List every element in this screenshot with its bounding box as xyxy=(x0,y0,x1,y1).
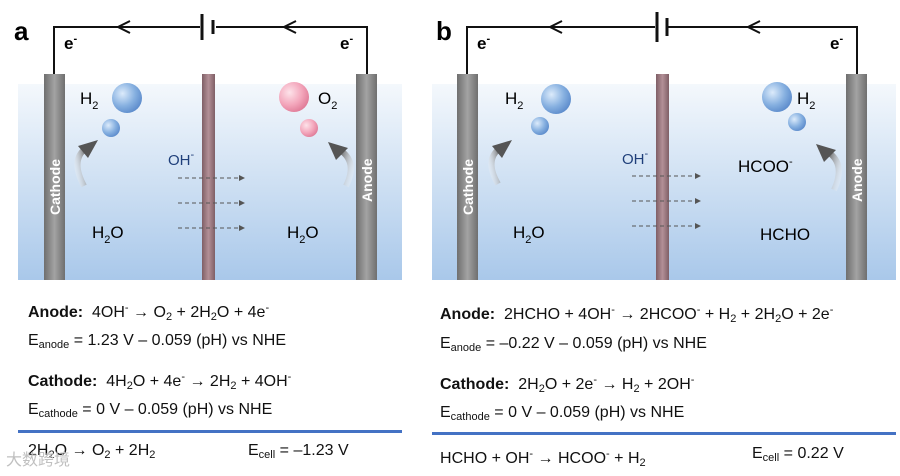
panel-b-cell-potential-text: Ecell = 0.22 V xyxy=(752,445,844,464)
panel-b-ion-label: OH- xyxy=(622,148,649,168)
panel-b-overall-reaction: HCHO + OH- → HCOO- + H2 xyxy=(440,444,646,473)
panel-a-anode-curved-arrowhead xyxy=(328,142,348,160)
panel-a-circuit-wire xyxy=(53,26,368,74)
panel-a-o2-label: O2 xyxy=(318,89,337,112)
panel-b-right-reactant: HCHO xyxy=(760,225,810,244)
panel-a-electron-right: e- xyxy=(340,33,353,53)
panel-a-membrane xyxy=(202,74,215,280)
panel-b-cathode-equation: Cathode: 2H2O + 2e- → H2 + 2OH- xyxy=(440,370,694,399)
panel-b-right-gas-label: H2 xyxy=(797,89,815,112)
panel-a-h2-label: H2 xyxy=(80,89,98,112)
watermark: 大数跨境 xyxy=(6,452,71,469)
panel-a-cathode-potential: Ecathode = 0 V – 0.059 (pH) vs NHE xyxy=(28,400,272,424)
panel-a-electron-flow-arrow-left xyxy=(115,20,131,34)
panel-a-cathode-curved-arrowhead xyxy=(78,140,98,158)
panel-a-h2-bubble-small xyxy=(102,119,120,137)
panel-b-cathode-label: Cathode xyxy=(460,159,476,215)
panel-b-membrane xyxy=(656,74,669,280)
panel-b-right-product: HCOO- xyxy=(738,156,793,176)
panel-a-anode-equation-text: 4OH- → O2 + 2H2O + 4e- xyxy=(92,302,270,323)
panel-a-cathode-electrode xyxy=(44,74,65,280)
panel-a-overall-reaction: 2H2O → O2 + 2H2 xyxy=(28,441,155,465)
panel-b-divider xyxy=(432,432,896,435)
panel-b-left-reactant: H2O xyxy=(513,223,545,246)
panel-b-cathode-equation-label: Cathode: xyxy=(440,376,510,393)
panel-b-cell-potential: Ecell = 0.22 V xyxy=(752,444,844,468)
panel-a-right-reactant: H2O xyxy=(287,223,319,246)
panel-b-anode-equation-label: Anode: xyxy=(440,306,496,323)
panel-b-label: b xyxy=(436,16,452,46)
panel-b-h2-bubble-large-right xyxy=(762,82,792,112)
panel-b-cathode-curved-arrowhead xyxy=(492,140,512,158)
panel-a-anode-label: Anode xyxy=(359,158,375,202)
panel-a-cathode-equation-text: 4H2O + 4e- → 2H2 + 4OH- xyxy=(106,371,292,392)
panel-a-electron-left: e- xyxy=(64,33,77,53)
panel-a-left-reactant: H2O xyxy=(92,223,124,246)
panel-b-h2-bubble-small-left xyxy=(531,117,549,135)
panel-b-electron-flow-arrow-right xyxy=(745,20,761,34)
panel-a-anode-equation: Anode: 4OH- → O2 + 2H2O + 4e- xyxy=(28,298,269,327)
panel-b-cathode-electrode xyxy=(457,74,478,280)
panel-b-left-gas-label: H2 xyxy=(505,89,523,112)
panel-b-anode-curved-arrowhead xyxy=(816,144,836,162)
panel-a: a e- e- Cathode Anode H2 O2 OH- xyxy=(14,14,402,280)
panel-a-anode-electrode xyxy=(356,74,377,280)
panel-b-anode-equation: Anode: 2HCHO + 4OH- → 2HCOO- + H2 + 2H2O… xyxy=(440,300,833,329)
panel-a-o2-bubble-small xyxy=(300,119,318,137)
panel-b-anode-label: Anode xyxy=(849,158,865,202)
panel-b-h2-bubble-small-right xyxy=(788,113,806,131)
panel-b-overall-reaction-text: HCHO + OH- → HCOO- + H2 xyxy=(440,448,646,469)
panel-a-overall-reaction-text: 2H2O → O2 + 2H2 xyxy=(28,442,156,461)
panel-b-h2-bubble-large-left xyxy=(541,84,571,114)
panel-b-cathode-potential: Ecathode = 0 V – 0.059 (pH) vs NHE xyxy=(440,403,684,427)
panel-b-anode-potential: Eanode = –0.22 V – 0.059 (pH) vs NHE xyxy=(440,334,707,358)
panel-b-anode-potential-text: Eanode = –0.22 V – 0.059 (pH) vs NHE xyxy=(440,335,707,354)
panel-a-cell-potential: Ecell = –1.23 V xyxy=(248,441,349,465)
panel-b-electron-right: e- xyxy=(830,33,843,53)
panel-a-cathode-potential-text: Ecathode = 0 V – 0.059 (pH) vs NHE xyxy=(28,401,273,420)
panel-b: b e- e- Cathode Anode H2 H2 OH- HCOO- H2… xyxy=(432,12,896,280)
panel-b-cathode-equation-text: 2H2O + 2e- → H2 + 2OH- xyxy=(518,374,695,395)
panel-a-h2-bubble-large xyxy=(112,83,142,113)
panel-b-circuit-wire xyxy=(466,26,858,74)
panel-b-cathode-potential-text: Ecathode = 0 V – 0.059 (pH) vs NHE xyxy=(440,404,685,423)
panel-a-ion-label: OH- xyxy=(168,149,195,169)
panel-a-anode-equation-label: Anode: xyxy=(28,304,84,321)
panel-b-electron-left: e- xyxy=(477,33,490,53)
panel-b-electron-flow-arrow-left xyxy=(547,20,563,34)
panel-a-cell-potential-text: Ecell = –1.23 V xyxy=(248,442,349,461)
panel-a-cathode-equation: Cathode: 4H2O + 4e- → 2H2 + 4OH- xyxy=(28,367,291,396)
panel-b-anode-electrode xyxy=(846,74,867,280)
panel-a-label: a xyxy=(14,16,29,46)
panel-a-divider xyxy=(18,430,402,433)
panel-a-electron-flow-arrow-right xyxy=(281,20,297,34)
panel-b-anode-equation-text: 2HCHO + 4OH- → 2HCOO- + H2 + 2H2O + 2e- xyxy=(504,304,834,325)
panel-a-cathode-label: Cathode xyxy=(47,159,63,215)
panel-a-anode-potential: Eanode = 1.23 V – 0.059 (pH) vs NHE xyxy=(28,331,286,355)
panel-a-o2-bubble-large xyxy=(279,82,309,112)
panel-a-anode-potential-text: Eanode = 1.23 V – 0.059 (pH) vs NHE xyxy=(28,332,286,351)
panel-a-cathode-equation-label: Cathode: xyxy=(28,373,98,390)
